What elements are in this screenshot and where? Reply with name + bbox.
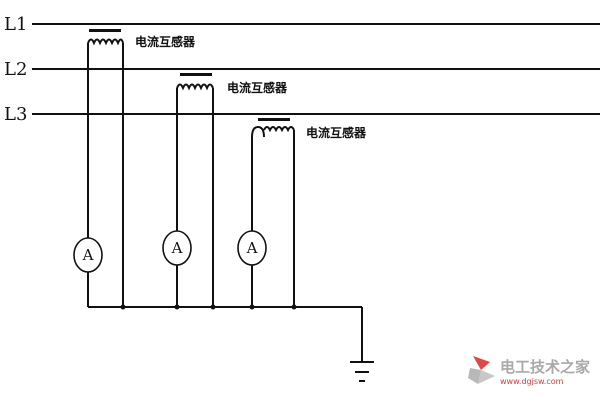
ammeter-label-1: A xyxy=(82,246,94,264)
junction-dot xyxy=(120,304,126,310)
watermark: 电工技术之家 www.dgjsw.com xyxy=(468,356,590,386)
ct-label-1: 电流互感器 xyxy=(135,34,196,49)
watermark-url: www.dgjsw.com xyxy=(500,377,564,386)
current-transformer-3 xyxy=(251,118,295,307)
ammeter-2: A xyxy=(162,230,192,266)
ct-coil-icon xyxy=(176,83,214,91)
ct-label-2: 电流互感器 xyxy=(227,80,288,95)
current-transformer-2 xyxy=(176,73,214,307)
ct-label-3: 电流互感器 xyxy=(306,125,367,140)
ground-icon xyxy=(350,361,374,382)
current-transformer-1 xyxy=(87,29,124,307)
ct-core-bar xyxy=(258,118,290,121)
ct-coil-icon xyxy=(251,125,295,138)
line-label-l3: L3 xyxy=(4,104,27,125)
junction-dot xyxy=(174,304,180,310)
ammeter-label-2: A xyxy=(171,239,183,257)
ammeter-label-3: A xyxy=(246,239,258,257)
line-label-l2: L2 xyxy=(4,59,27,80)
ammeter-3: A xyxy=(237,230,267,266)
ct-core-bar xyxy=(180,73,212,76)
line-label-l1: L1 xyxy=(4,14,27,35)
watermark-logo-icon xyxy=(468,356,495,384)
junction-dot xyxy=(210,304,216,310)
junction-dot xyxy=(249,304,255,310)
ammeter-1: A xyxy=(73,237,103,273)
ct-coil-icon xyxy=(87,38,124,46)
watermark-text: 电工技术之家 xyxy=(500,358,590,376)
junction-dot xyxy=(291,304,297,310)
ct-core-bar xyxy=(89,29,121,32)
